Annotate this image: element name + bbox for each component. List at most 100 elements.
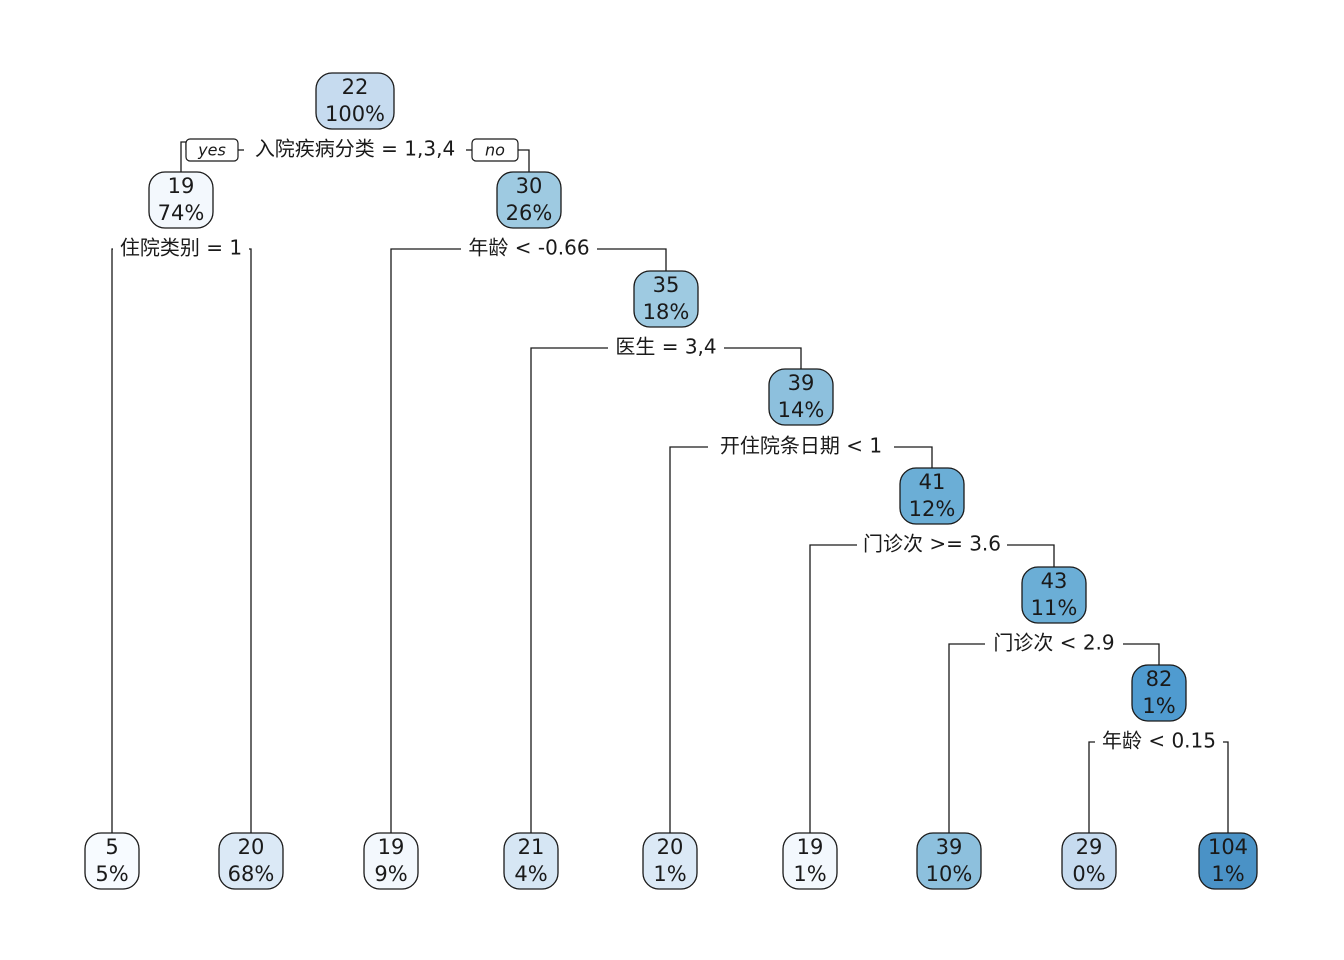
edge-right: [249, 248, 252, 833]
edge-right: [597, 248, 667, 271]
node-value: 39: [936, 835, 963, 859]
node-percent: 1%: [653, 862, 686, 886]
split-label: 门诊次 >= 3.6: [863, 532, 1001, 556]
tree-node: 22 100%: [315, 72, 395, 130]
tree-edges: [111, 141, 1229, 833]
edge-left: [180, 141, 187, 172]
node-value: 104: [1208, 835, 1248, 859]
node-box: [1131, 664, 1187, 722]
node-box: [1198, 832, 1258, 890]
split-label: 住院类别 = 1: [120, 236, 242, 260]
no-tag: [471, 138, 519, 162]
node-box: [363, 832, 419, 890]
node-value: 82: [1146, 667, 1173, 691]
tree-nodes: 22100%1974%3026%55%2068%199%3518%214%391…: [84, 72, 1258, 890]
split-label: 开住院条日期 < 1: [720, 434, 882, 458]
node-value: 20: [238, 835, 265, 859]
node-box: [503, 832, 559, 890]
node-box: [315, 72, 395, 130]
node-percent: 0%: [1072, 862, 1105, 886]
node-value: 5: [105, 835, 118, 859]
node-percent: 10%: [926, 862, 973, 886]
node-value: 21: [518, 835, 545, 859]
node-percent: 4%: [514, 862, 547, 886]
tree-node: 199%: [363, 832, 419, 890]
branch-tags: yes no: [185, 138, 519, 162]
split-labels: 入院疾病分类 = 1,3,4 住院类别 = 1 年龄 < -0.66 医生 = 3,4…: [120, 137, 1216, 753]
node-box: [1061, 832, 1117, 890]
node-percent: 1%: [793, 862, 826, 886]
edge-right: [1123, 643, 1160, 665]
node-box: [768, 368, 834, 426]
node-percent: 11%: [1031, 596, 1078, 620]
node-percent: 74%: [158, 201, 205, 225]
split-label: 入院疾病分类 = 1,3,4: [255, 137, 455, 161]
node-box: [642, 832, 698, 890]
node-box: [148, 171, 214, 229]
tree-node: 821%: [1131, 664, 1187, 722]
node-percent: 18%: [643, 300, 690, 324]
node-value: 19: [797, 835, 824, 859]
node-box: [782, 832, 838, 890]
node-box: [916, 832, 982, 890]
edge-right: [518, 149, 530, 172]
no-tag-label: no: [485, 141, 505, 160]
node-percent: 5%: [95, 862, 128, 886]
edge-left: [390, 248, 461, 833]
edge-left: [530, 347, 608, 833]
tree-node: 214%: [503, 832, 559, 890]
edge-right: [1007, 544, 1055, 567]
edge-left: [948, 643, 985, 833]
node-value: 30: [516, 174, 543, 198]
node-value: 19: [378, 835, 405, 859]
node-box: [84, 832, 140, 890]
node-box: [496, 171, 562, 229]
node-percent: 12%: [909, 497, 956, 521]
node-percent: 9%: [374, 862, 407, 886]
edge-right: [724, 347, 802, 369]
node-percent: 1%: [1142, 694, 1175, 718]
node-box: [1021, 566, 1087, 624]
edge-left: [669, 446, 708, 833]
split-label: 门诊次 < 2.9: [993, 631, 1114, 655]
edge-right: [1223, 741, 1229, 833]
edge-left: [809, 544, 857, 833]
node-percent: 1%: [1211, 862, 1244, 886]
tree-node: 191%: [782, 832, 838, 890]
tree-node: 55%: [84, 832, 140, 890]
tree-node: 290%: [1061, 832, 1117, 890]
node-value: 35: [653, 273, 680, 297]
node-box: [218, 832, 284, 890]
node-value: 43: [1041, 569, 1068, 593]
tree-node: 201%: [642, 832, 698, 890]
edge-left: [1088, 741, 1095, 833]
yes-tag-label: yes: [197, 141, 226, 160]
node-value: 19: [168, 174, 195, 198]
node-percent: 26%: [506, 201, 553, 225]
split-label: 年龄 < 0.15: [1102, 729, 1216, 753]
node-percent: 68%: [228, 862, 275, 886]
split-label: 医生 = 3,4: [615, 335, 716, 359]
node-value: 22: [342, 75, 369, 99]
edge-right: [894, 446, 933, 468]
node-value: 29: [1076, 835, 1103, 859]
node-value: 41: [919, 470, 946, 494]
node-value: 20: [657, 835, 684, 859]
node-percent: 100%: [325, 102, 385, 126]
edge-left: [111, 248, 113, 833]
yes-tag: [185, 138, 239, 162]
split-label: 年龄 < -0.66: [468, 236, 589, 260]
node-value: 39: [788, 371, 815, 395]
node-percent: 14%: [778, 398, 825, 422]
node-box: [633, 270, 699, 328]
